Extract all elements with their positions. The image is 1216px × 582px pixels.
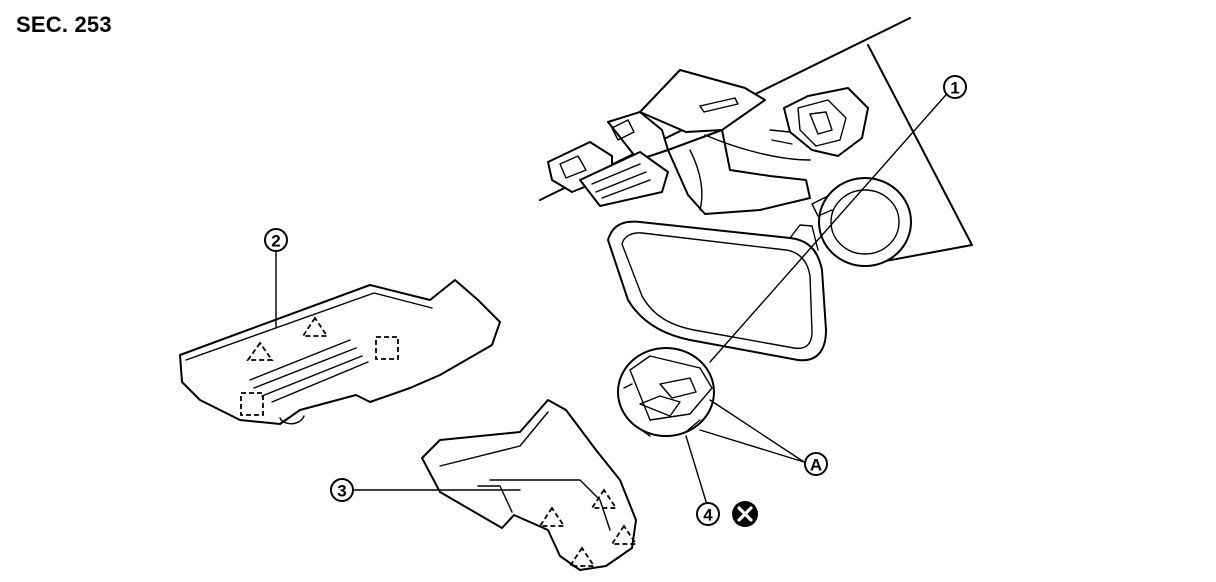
mirror-mount <box>811 177 912 267</box>
leader-lines <box>275 87 953 509</box>
upper-cover <box>179 279 501 425</box>
callout-4-label: 4 <box>703 506 713 525</box>
circle-x-icon <box>732 501 758 527</box>
roof-console <box>547 69 869 215</box>
callout-4: 4 <box>696 502 720 526</box>
callout-2-label: 2 <box>271 232 280 251</box>
callout-1: 1 <box>943 75 967 99</box>
inside-mirror <box>607 220 827 362</box>
lower-cover <box>421 399 638 571</box>
callout-a-label: A <box>810 456 822 475</box>
callout-a: A <box>804 452 828 476</box>
callout-3: 3 <box>330 478 354 502</box>
rain-sensor <box>617 347 715 437</box>
callout-2: 2 <box>264 228 288 252</box>
section-label: SEC. 253 <box>16 12 112 37</box>
callout-1-label: 1 <box>950 79 959 98</box>
callout-3-label: 3 <box>337 482 346 501</box>
